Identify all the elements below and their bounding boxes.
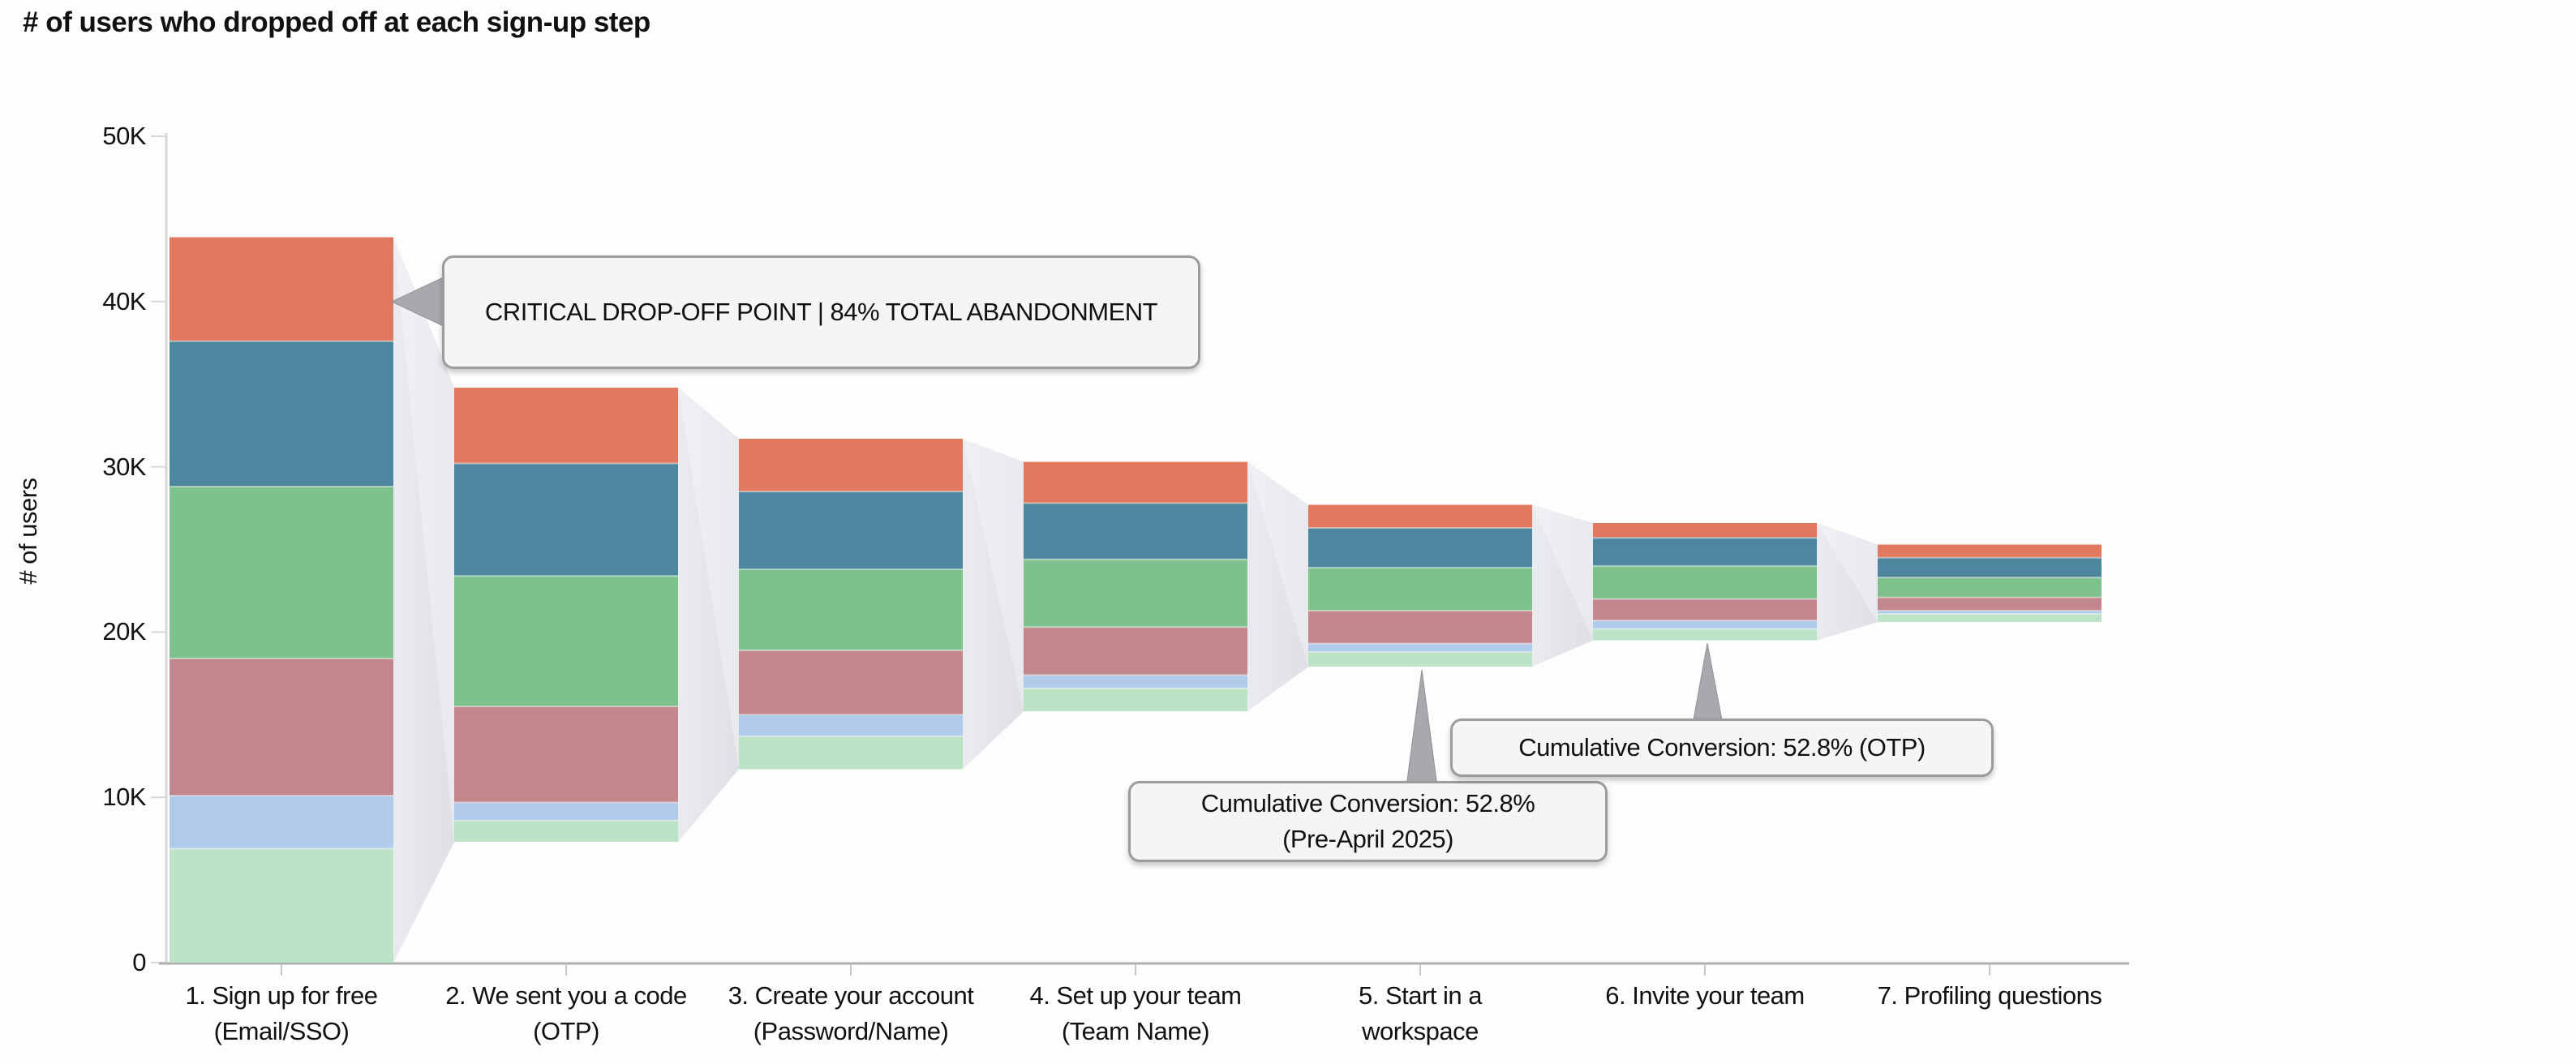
funnel-connector-crease <box>1532 504 1593 641</box>
x-category-label-line: 6. Invite your team <box>1605 981 1805 1010</box>
funnel-connector <box>1532 504 1593 667</box>
funnel-connector-crease <box>1247 461 1308 667</box>
funnel-connector <box>393 237 454 963</box>
x-category-label-line: 2. We sent you a code <box>445 981 687 1010</box>
bar-2-segment-salmon[interactable] <box>454 387 678 464</box>
bar-2-segment-green[interactable] <box>454 576 678 707</box>
callout-critical-dropoff[interactable]: CRITICAL DROP-OFF POINT | 84% TOTAL ABAN… <box>442 255 1200 369</box>
callout-preapril-line2: (Pre-April 2025) <box>1282 825 1453 853</box>
x-category-label-line: workspace <box>1362 1017 1479 1045</box>
chart-title: # of users who dropped off at each sign-… <box>23 6 650 38</box>
funnel-connector <box>963 438 1024 770</box>
bar-3-segment-light-green[interactable] <box>739 736 963 770</box>
callout-cumulative-preapril[interactable]: Cumulative Conversion: 52.8% (Pre-April … <box>1128 781 1608 862</box>
bar-7-segment-salmon[interactable] <box>1878 544 2102 558</box>
y-tick-label: 0 <box>132 948 146 976</box>
bar-7-segment-rose[interactable] <box>1878 597 2102 611</box>
bar-1-segment-light-blue[interactable] <box>170 796 393 849</box>
x-category-label-line: (OTP) <box>533 1017 599 1045</box>
y-tick-label: 20K <box>102 617 146 646</box>
bar-3-segment-teal[interactable] <box>739 491 963 569</box>
funnel-connector-crease <box>963 438 1024 712</box>
critical-callout-arrow-icon <box>390 274 449 329</box>
bar-1-segment-green[interactable] <box>170 487 393 659</box>
stacked-bars <box>170 237 2102 963</box>
bar-3-segment-rose[interactable] <box>739 650 963 715</box>
bar-6-segment-rose[interactable] <box>1593 598 1817 621</box>
bar-5-segment-green[interactable] <box>1308 567 1532 611</box>
bar-3-segment-salmon[interactable] <box>739 438 963 492</box>
x-category-label: 6. Invite your team <box>1535 978 1875 1014</box>
funnel-connector-crease <box>1817 522 1878 623</box>
bar-2-segment-light-green[interactable] <box>454 820 678 843</box>
x-category-label-line: (Email/SSO) <box>213 1017 350 1045</box>
funnel-connectors <box>393 237 1878 963</box>
x-category-label-line: (Team Name) <box>1061 1017 1210 1045</box>
bar-4-segment-light-blue[interactable] <box>1024 675 1247 689</box>
x-category-label: 3. Create your account (Password/Name) <box>680 978 1021 1049</box>
x-category-label-line: 5. Start in a <box>1358 981 1483 1010</box>
bar-7-segment-light-blue[interactable] <box>1878 610 2102 614</box>
axes <box>151 133 2129 976</box>
x-category-label: 4. Set up your team (Team Name) <box>965 978 1306 1049</box>
bar-7-segment-green[interactable] <box>1878 577 2102 598</box>
bar-3-segment-green[interactable] <box>739 568 963 650</box>
bar-1-segment-salmon[interactable] <box>170 237 393 341</box>
bar-5-segment-salmon[interactable] <box>1308 504 1532 529</box>
x-category-label-line: 1. Sign up for free <box>185 981 378 1010</box>
bar-4-segment-salmon[interactable] <box>1024 461 1247 504</box>
bar-4-segment-teal[interactable] <box>1024 503 1247 560</box>
bar-6-segment-light-green[interactable] <box>1593 629 1817 641</box>
bar-6-segment-teal[interactable] <box>1593 538 1817 566</box>
bar-1-segment-light-green[interactable] <box>170 848 393 963</box>
bar-5-segment-light-blue[interactable] <box>1308 643 1532 652</box>
bar-5-segment-teal[interactable] <box>1308 528 1532 568</box>
x-category-label: 1. Sign up for free (Email/SSO) <box>111 978 452 1049</box>
bar-6-segment-salmon[interactable] <box>1593 522 1817 538</box>
y-tick-label: 10K <box>102 783 146 812</box>
bar-2-segment-rose[interactable] <box>454 706 678 803</box>
x-category-label: 5. Start in a workspace <box>1250 978 1591 1049</box>
x-category-label-line: 3. Create your account <box>728 981 974 1010</box>
bar-1-segment-rose[interactable] <box>170 659 393 796</box>
bar-4-segment-light-green[interactable] <box>1024 688 1247 712</box>
bar-3-segment-light-blue[interactable] <box>739 714 963 736</box>
bar-5-segment-light-green[interactable] <box>1308 651 1532 667</box>
x-category-label-line: 4. Set up your team <box>1029 981 1242 1010</box>
bar-7-segment-teal[interactable] <box>1878 557 2102 578</box>
x-category-label: 2. We sent you a code (OTP) <box>396 978 736 1049</box>
callout-cumulative-otp[interactable]: Cumulative Conversion: 52.8% (OTP) <box>1450 719 1994 777</box>
x-category-label: 7. Profiling questions <box>1819 978 2160 1014</box>
y-tick-label: 30K <box>102 452 146 481</box>
funnel-connector <box>678 387 739 843</box>
preapril-callout-arrow-icon <box>1406 669 1438 787</box>
x-category-label-line: (Password/Name) <box>753 1017 949 1045</box>
funnel-connector-crease <box>393 237 454 843</box>
funnel-connector <box>1817 522 1878 641</box>
y-tick-label: 40K <box>102 286 146 315</box>
bar-6-segment-green[interactable] <box>1593 565 1817 599</box>
callout-otp-text: Cumulative Conversion: 52.8% (OTP) <box>1518 733 1926 762</box>
bar-6-segment-light-blue[interactable] <box>1593 620 1817 629</box>
bar-2-segment-light-blue[interactable] <box>454 802 678 821</box>
callout-preapril-line1: Cumulative Conversion: 52.8% <box>1200 789 1535 817</box>
y-tick-label: 50K <box>102 122 146 150</box>
bar-7-segment-light-green[interactable] <box>1878 613 2102 623</box>
callout-critical-text: CRITICAL DROP-OFF POINT | 84% TOTAL ABAN… <box>484 298 1158 326</box>
bar-2-segment-teal[interactable] <box>454 463 678 577</box>
funnel-connector <box>1247 461 1308 712</box>
x-category-label-line: 7. Profiling questions <box>1877 981 2102 1010</box>
bar-5-segment-rose[interactable] <box>1308 610 1532 644</box>
otp-callout-arrow-icon <box>1692 642 1724 725</box>
bar-4-segment-rose[interactable] <box>1024 627 1247 676</box>
bar-4-segment-green[interactable] <box>1024 559 1247 628</box>
funnel-connector-crease <box>678 387 739 770</box>
bar-1-segment-teal[interactable] <box>170 341 393 487</box>
